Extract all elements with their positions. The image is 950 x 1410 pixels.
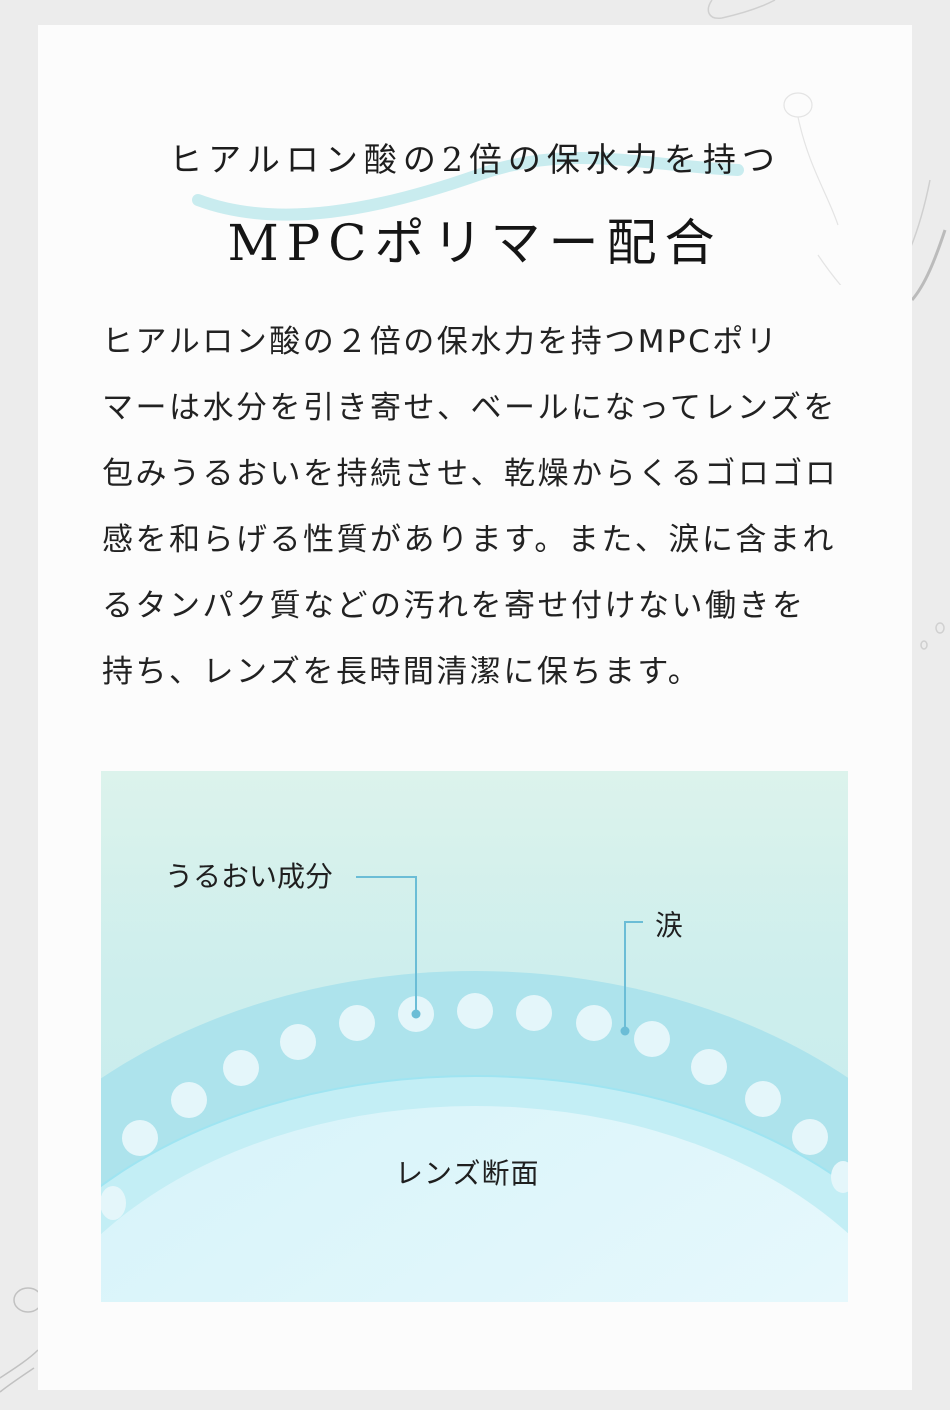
description-paragraph: ヒアルロン酸の２倍の保水力を持つMPCポリ マーは水分を引き寄せ、ベールになって… [102,309,862,705]
heading-section: ヒアルロン酸の2倍の保水力を持つ MPCポリマー配合 [38,25,912,285]
lens-body [101,1106,848,1302]
lens-illustration [101,876,848,1302]
moisture-droplets [101,993,848,1220]
lens-cross-section-diagram: うるおい成分 涙 レンズ断面 [101,771,848,1302]
tear-label: 涙 [655,909,684,942]
heading-title: MPCポリマー配合 [227,214,723,272]
tear-leader-line [624,921,643,1031]
tear-pointer-dot [620,1026,630,1036]
moisture-component-label: うるおい成分 [165,860,334,893]
description-line: マーは水分を引き寄せ、ベールになってレンズを [102,390,837,426]
heading-subtitle: ヒアルロン酸の2倍の保水力を持つ [169,140,781,179]
description-line: 持ち、レンズを長時間清潔に保ちます。 [102,654,702,690]
moisture-leader-line [356,876,417,1013]
moisture-pointer-dot [411,1009,421,1019]
description-line: るタンパク質などの汚れを寄せ付けない働きを [102,588,806,624]
content-card: ヒアルロン酸の2倍の保水力を持つ MPCポリマー配合 ヒアルロン酸の２倍の保水力… [38,25,912,1390]
wave-accent-icon [192,92,842,285]
description-line: 包みうるおいを持続させ、乾燥からくるゴロゴロ [102,456,839,492]
description-line: 感を和らげる性質があります。また、涙に含まれ [102,522,836,558]
lens-cross-section-label: レンズ断面 [395,1157,540,1190]
description-line: ヒアルロン酸の２倍の保水力を持つMPCポリ [102,324,780,360]
